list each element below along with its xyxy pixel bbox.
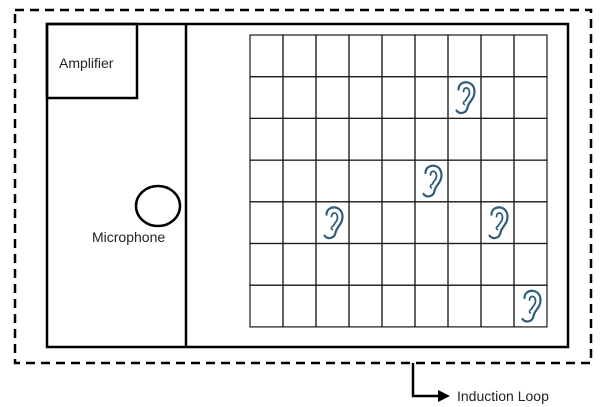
- seat-cell: [381, 284, 416, 328]
- seat-cell: [249, 34, 284, 78]
- seat-cell: [282, 34, 317, 78]
- seat-cell: [249, 201, 284, 245]
- seat-cell: [315, 76, 350, 119]
- seat-cell: [447, 242, 482, 286]
- seat-cell: [447, 117, 482, 161]
- seating-grid: [249, 34, 548, 328]
- seat-cell: [282, 159, 317, 203]
- seat-cell: [381, 117, 416, 161]
- seat-cell: [513, 76, 548, 119]
- seat-cell: [381, 76, 416, 119]
- microphone-icon: [134, 184, 182, 228]
- seat-cell: [315, 34, 350, 78]
- amplifier-label: Amplifier: [59, 55, 114, 71]
- seat-cell: [282, 201, 317, 245]
- seat-cell: [513, 201, 548, 245]
- seat-cell: [447, 34, 482, 78]
- seat-cell: [249, 242, 284, 286]
- ear-icon: [422, 164, 443, 198]
- seat-cell: [249, 117, 284, 161]
- seat-cell: [414, 201, 449, 245]
- ear-icon: [521, 289, 542, 323]
- microphone-label: Microphone: [92, 229, 165, 245]
- arrow-head-icon: [438, 390, 450, 402]
- seat-cell: [348, 242, 383, 286]
- seat-cell: [348, 284, 383, 328]
- room-outline: [45, 22, 570, 349]
- seat-cell: [348, 34, 383, 78]
- seat-cell: [381, 201, 416, 245]
- seat-cell: [381, 159, 416, 203]
- ear-icon: [323, 206, 344, 240]
- amplifier-box: [45, 22, 139, 100]
- seat-cell: [348, 117, 383, 161]
- seat-cell: [249, 76, 284, 119]
- seat-cell: [414, 117, 449, 161]
- seat-cell: [348, 201, 383, 245]
- seat-cell: [414, 34, 449, 78]
- seat-cell: [414, 242, 449, 286]
- seat-cell: [513, 117, 548, 161]
- seat-cell: [513, 34, 548, 78]
- seat-cell: [447, 159, 482, 203]
- seat-cell: [513, 159, 548, 203]
- seat-cell: [414, 284, 449, 328]
- seat-cell: [282, 242, 317, 286]
- seat-cell: [282, 117, 317, 161]
- seat-cell: [381, 34, 416, 78]
- seat-cell: [381, 242, 416, 286]
- seat-cell: [315, 117, 350, 161]
- seat-cell: [315, 159, 350, 203]
- seat-cell: [480, 284, 515, 328]
- seat-cell: [348, 76, 383, 119]
- ear-icon: [488, 206, 509, 240]
- seat-cell: [315, 284, 350, 328]
- seat-cell: [414, 76, 449, 119]
- seat-cell: [348, 159, 383, 203]
- induction-loop-leader-line: [411, 363, 440, 398]
- induction-loop-label: Induction Loop: [457, 388, 549, 404]
- seat-cell: [480, 242, 515, 286]
- seat-cell: [513, 242, 548, 286]
- seat-cell: [282, 76, 317, 119]
- seat-cell: [447, 201, 482, 245]
- ear-icon: [455, 81, 476, 115]
- induction-loop-boundary: [13, 8, 593, 365]
- seat-cell: [249, 284, 284, 328]
- seat-cell: [480, 34, 515, 78]
- seat-cell: [480, 159, 515, 203]
- seat-cell: [480, 117, 515, 161]
- seat-cell: [447, 284, 482, 328]
- seat-cell: [480, 76, 515, 119]
- seat-cell: [315, 242, 350, 286]
- seat-cell: [513, 284, 548, 328]
- seat-cell: [249, 159, 284, 203]
- seat-cell: [282, 284, 317, 328]
